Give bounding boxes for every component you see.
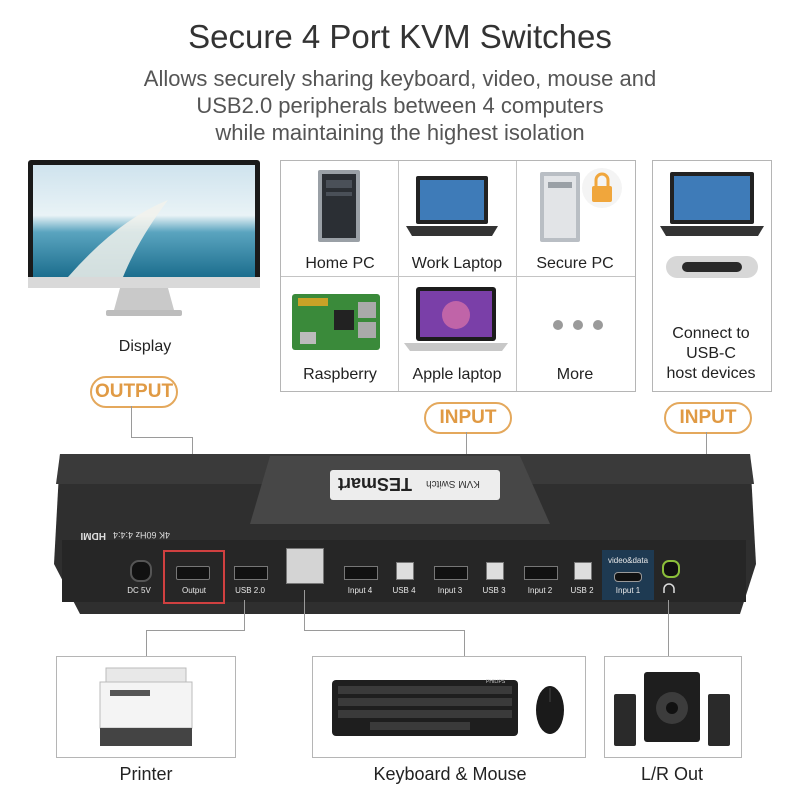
macbook-icon	[402, 285, 510, 357]
input4-label: Input 4	[347, 586, 373, 595]
input1-label: Input 1	[615, 586, 641, 595]
input-badge-usbc: INPUT	[664, 402, 752, 434]
subtitle-line-2: USB2.0 peripherals between 4 computers	[196, 93, 604, 118]
desktop-tower-icon	[298, 168, 378, 244]
hdmi-input-4-port	[344, 566, 378, 580]
usb-stack-port	[286, 548, 324, 584]
hdmi-input-2-port	[524, 566, 558, 580]
ellipsis-icon	[548, 318, 608, 332]
grid-label-work-laptop: Work Laptop	[411, 255, 503, 272]
output-label: Output	[181, 586, 206, 595]
display-label: Display	[118, 338, 172, 355]
usbc-input-1-port	[614, 572, 642, 582]
grid-label-raspberry: Raspberry	[303, 366, 377, 383]
hdmi-input-3-port	[434, 566, 468, 580]
usb-b-2-port	[574, 562, 592, 580]
grid-label-secure-pc: Secure PC	[536, 255, 614, 272]
brand-plate: TESmart KVM Switch	[330, 470, 500, 500]
input3-label: Input 3	[437, 586, 463, 595]
model-tag: KVM Switch	[426, 478, 480, 489]
printer-label: Printer	[119, 764, 173, 784]
usb4-label: USB 4	[392, 586, 416, 595]
grid-label-home-pc: Home PC	[305, 255, 375, 272]
laptop-icon	[402, 172, 502, 242]
locked-desktop-icon	[530, 166, 630, 244]
usbc-laptop-icon	[660, 170, 764, 290]
speakers-icon	[608, 668, 736, 748]
usb3-label: USB 3	[482, 586, 506, 595]
input2-label: Input 2	[527, 586, 553, 595]
usb20-label: USB 2.0	[235, 586, 265, 595]
raspberry-pi-board-icon	[288, 288, 384, 354]
dc-label: DC 5V	[127, 586, 151, 595]
usbc-line-1: Connect to	[672, 325, 750, 342]
grid-label-more: More	[556, 366, 594, 383]
resolution-tag: 4K 60Hz 4:4:4	[112, 530, 170, 540]
subtitle-line-1: Allows securely sharing keyboard, video,…	[143, 66, 657, 91]
usbc-line-2: USB-C	[686, 345, 736, 362]
usb2-label: USB 2	[570, 586, 594, 595]
page-title: Secure 4 Port KVM Switches	[188, 18, 612, 55]
mouse-icon	[532, 680, 568, 736]
keyboard-mouse-label: Keyboard & Mouse	[373, 764, 527, 784]
hdmi-output-port	[176, 566, 210, 580]
input-badge-computers: INPUT	[424, 402, 512, 434]
videodata-label: video&data	[607, 556, 649, 565]
headphone-icon	[662, 582, 676, 594]
keyboard-brand: PHILIPS	[486, 679, 506, 685]
usb-b-4-port	[396, 562, 414, 580]
keyboard-icon	[330, 676, 520, 740]
speakers-label: L/R Out	[640, 764, 704, 784]
subtitle-line-3: while maintaining the highest isolation	[215, 120, 585, 145]
usb-b-3-port	[486, 562, 504, 580]
audio-jack	[662, 560, 680, 578]
brand-logo: TESmart	[338, 474, 413, 494]
output-badge: OUTPUT	[90, 376, 178, 408]
output-port-frame	[163, 550, 225, 604]
printer-icon	[96, 664, 196, 750]
grid-label-apple-laptop: Apple laptop	[412, 366, 502, 383]
usb20-port	[234, 566, 268, 580]
dc-power-port	[130, 560, 152, 582]
hdmi-tag: HDMI	[80, 530, 106, 541]
monitor-icon	[28, 160, 260, 320]
usbc-line-3: host devices	[666, 365, 756, 382]
